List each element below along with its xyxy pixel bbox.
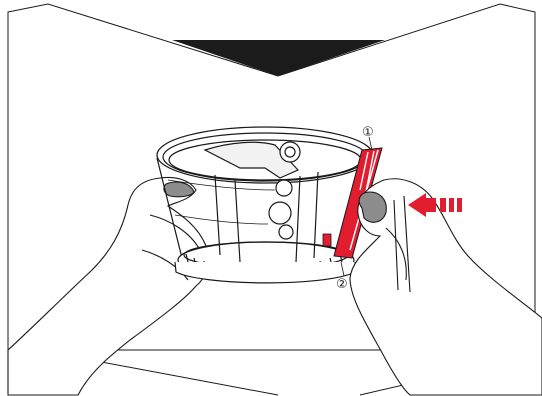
callout-1: ① xyxy=(362,125,374,140)
callout-2: ② xyxy=(336,277,348,292)
left-hand xyxy=(8,178,208,396)
strainer-basket xyxy=(157,127,373,283)
down-triangle-icon xyxy=(172,40,385,76)
rotation-knob xyxy=(280,142,300,162)
